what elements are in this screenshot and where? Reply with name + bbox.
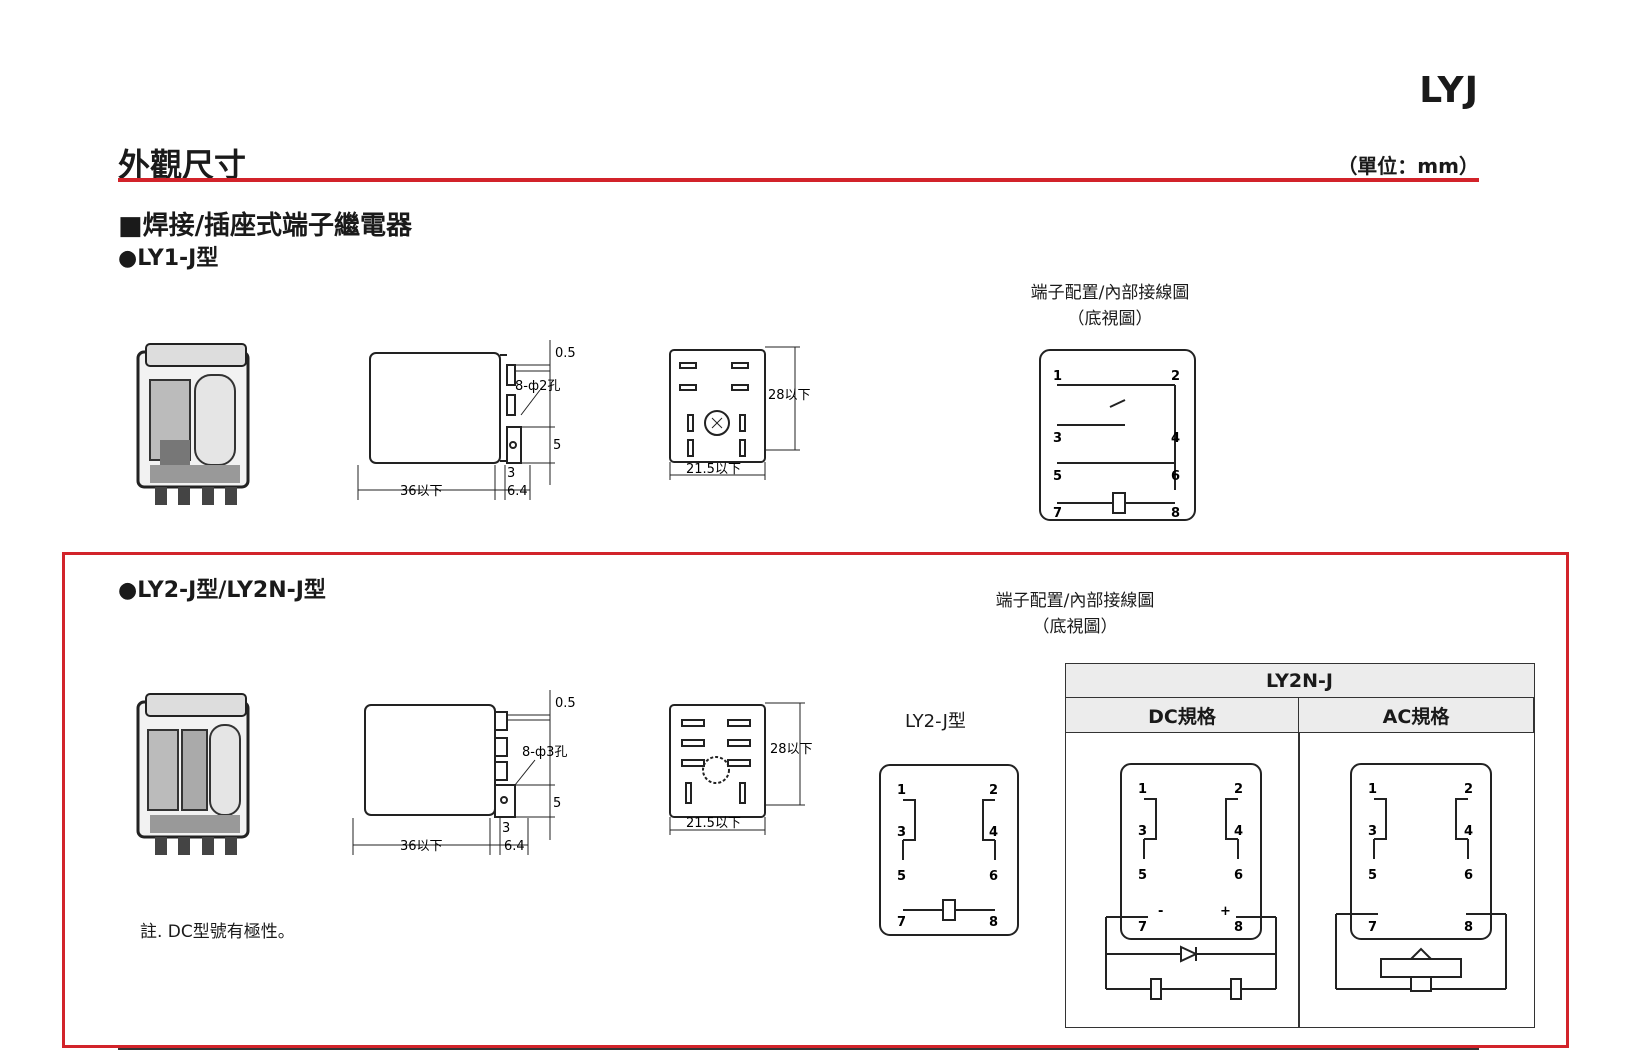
ly2-dim-3: 3 <box>502 821 510 836</box>
dc-pin-5: 5 <box>1138 868 1147 883</box>
ly2-pin-5: 5 <box>897 869 906 884</box>
dc-pin-2: 2 <box>1234 782 1243 797</box>
ly2-terminal-diagram: 1 2 3 4 5 6 7 8 <box>879 764 1019 936</box>
ac-pin-6: 6 <box>1464 868 1473 883</box>
ly2n-divider <box>1298 733 1300 1027</box>
ly2-pin-1: 1 <box>897 783 906 798</box>
ac-pin-2: 2 <box>1464 782 1473 797</box>
ly2-dim-05: 0.5 <box>555 696 576 711</box>
polarity-note: 註. DC型號有極性。 <box>140 922 295 942</box>
ly1-pin-2: 2 <box>1171 369 1180 384</box>
ly2-highlight-frame <box>62 552 1569 1048</box>
ly1-dim-hole: 8-ф2孔 <box>515 379 560 394</box>
ly1-heading: ●LY1-J型 <box>118 246 219 271</box>
ly2-dim-64: 6.4 <box>504 839 525 854</box>
ly2n-col-ac: AC規格 <box>1298 697 1534 733</box>
unit-label: （單位：mm） <box>1337 154 1479 178</box>
ac-pin-8: 8 <box>1464 920 1473 935</box>
ly2-bottom-view: 28以下 21.5以下 <box>669 702 813 835</box>
ly1-terminal-caption: 端子配置/內部接線圖 （底視圖） <box>985 280 1235 332</box>
ly2-dim-36: 36以下 <box>400 839 443 854</box>
ly1-dim-28: 28以下 <box>768 388 811 403</box>
ly1-relay-photo <box>136 343 250 505</box>
ly2-pin-7: 7 <box>897 915 906 930</box>
ly1-side-view: 0.5 8-ф2孔 5 3 36以下 6.4 <box>357 340 576 500</box>
section-subtitle: ■焊接/插座式端子繼電器 <box>118 211 413 241</box>
ly2-pin-4: 4 <box>989 825 998 840</box>
ly2n-col-dc: DC規格 <box>1064 697 1300 733</box>
ac-pin-4: 4 <box>1464 824 1473 839</box>
ly1-pin-7: 7 <box>1053 506 1062 521</box>
dc-pin-1: 1 <box>1138 782 1147 797</box>
model-code: LYJ <box>1419 70 1479 111</box>
ly2n-table-title: LY2N-J <box>1064 662 1535 699</box>
ly2-relay-photo <box>136 693 250 855</box>
page-title: 外觀尺寸 <box>118 146 247 184</box>
ly1-pin-8: 8 <box>1171 506 1180 521</box>
dc-pin-3: 3 <box>1138 824 1147 839</box>
ly2-label: LY2-J型 <box>905 711 966 732</box>
ly2-caption-line2: （底視圖） <box>1032 617 1118 637</box>
ac-pin-1: 1 <box>1368 782 1377 797</box>
ly1-dim-64: 6.4 <box>507 484 528 499</box>
ly2-heading: ●LY2-J型/LY2N-J型 <box>118 578 326 603</box>
ly2-pin-3: 3 <box>897 825 906 840</box>
ly2-pin-8: 8 <box>989 915 998 930</box>
ly1-dim-05: 0.5 <box>555 346 576 361</box>
ly1-caption-line2: （底視圖） <box>1067 309 1153 329</box>
ly1-dim-215: 21.5以下 <box>686 462 741 477</box>
ac-pin-5: 5 <box>1368 868 1377 883</box>
bottom-rule <box>118 1048 1479 1050</box>
ac-pin-3: 3 <box>1368 824 1377 839</box>
ly2n-table: LY2N-J DC規格 AC規格 1 2 3 4 5 <box>1064 662 1535 1028</box>
ly2-pin-6: 6 <box>989 869 998 884</box>
ly1-bottom-view: 28以下 21.5以下 <box>669 346 811 480</box>
ly1-dim-36: 36以下 <box>400 484 443 499</box>
ly2-dim-5: 5 <box>553 796 561 811</box>
dc-pin-4: 4 <box>1234 824 1243 839</box>
ly1-pin-1: 1 <box>1053 369 1062 384</box>
ly2-caption-line1: 端子配置/內部接線圖 <box>995 591 1155 611</box>
dc-minus-sign: - <box>1158 904 1163 919</box>
ly1-pin-5: 5 <box>1053 469 1062 484</box>
title-rule <box>118 178 1479 182</box>
ly2n-dc-diagram: 1 2 3 4 5 6 7 8 - + <box>1105 763 1277 1000</box>
dc-pin-6: 6 <box>1234 868 1243 883</box>
ly2n-ac-diagram: 1 2 3 4 5 6 7 8 <box>1335 763 1507 992</box>
ly2-pin-2: 2 <box>989 783 998 798</box>
ac-pin-7: 7 <box>1368 920 1377 935</box>
ly2-terminal-caption: 端子配置/內部接線圖 （底視圖） <box>950 588 1200 640</box>
ly1-caption-line1: 端子配置/內部接線圖 <box>1030 283 1190 303</box>
ly1-dim-5: 5 <box>553 438 561 453</box>
dc-plus-sign: + <box>1220 904 1231 919</box>
ly2-dim-hole: 8-ф3孔 <box>522 745 567 760</box>
ly2-dim-215: 21.5以下 <box>686 816 741 831</box>
ly2-side-view: 0.5 8-ф3孔 5 3 36以下 6.4 <box>352 690 576 855</box>
ly2-dim-28: 28以下 <box>770 742 813 757</box>
ly1-pin-4: 4 <box>1171 431 1180 446</box>
dc-pin-7: 7 <box>1138 920 1147 935</box>
dc-pin-8: 8 <box>1234 920 1243 935</box>
ly1-dim-3: 3 <box>507 466 515 481</box>
ly1-terminal-diagram: 1 2 3 4 5 6 7 8 <box>1039 349 1196 521</box>
ly1-pin-6: 6 <box>1171 469 1180 484</box>
ly1-pin-3: 3 <box>1053 431 1062 446</box>
